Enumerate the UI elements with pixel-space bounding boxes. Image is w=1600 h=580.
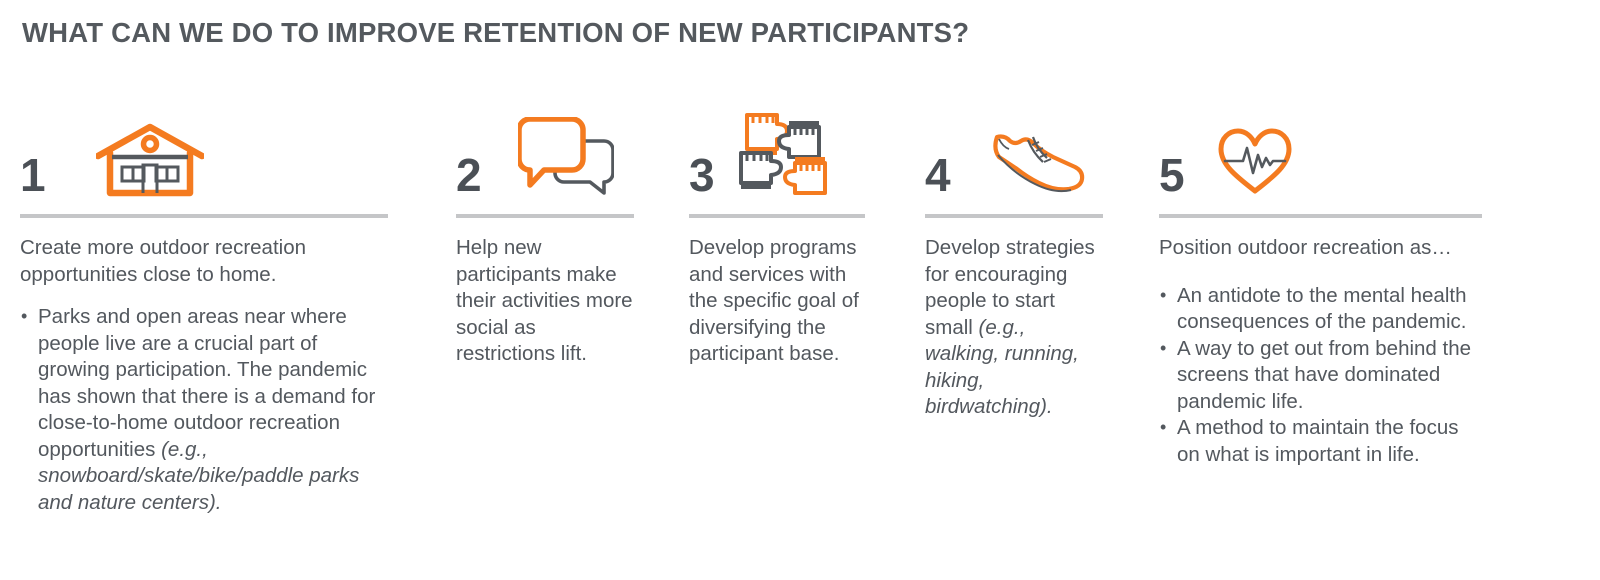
column-5-header: 5: [1159, 112, 1482, 204]
bullet-text: A method to maintain the focus on what i…: [1177, 416, 1459, 466]
column-1-divider: [20, 214, 388, 218]
column-2-divider: [456, 214, 634, 218]
column-3-header: 3: [689, 112, 865, 204]
column-3-number: 3: [689, 149, 715, 201]
column-4-header: 4: [925, 112, 1103, 204]
column-2-lead: Help new participants make their activit…: [456, 236, 633, 365]
column-1-lead: Create more outdoor recreation opportuni…: [20, 236, 307, 286]
column-4-lead-plain: Develop strategies for encouraging peopl…: [925, 236, 1095, 339]
bullet-text-italic: (e.g., snowboard/skate/bike/paddle parks…: [38, 437, 360, 514]
list-item: An antidote to the mental health consequ…: [1159, 282, 1482, 336]
speech-bubbles-icon: [516, 116, 615, 202]
column-5-bullets: An antidote to the mental health consequ…: [1159, 282, 1482, 469]
column-3: 3: [689, 112, 865, 376]
column-4-divider: [925, 214, 1103, 218]
list-item: A way to get out from behind the screens…: [1159, 335, 1482, 416]
column-2-number: 2: [456, 149, 482, 201]
house-icon: [94, 123, 206, 202]
column-5: 5 Position outdoor recreation as… An ant…: [1159, 112, 1482, 468]
bullet-text: Parks and open areas near where people l…: [38, 305, 376, 461]
column-1: 1: [20, 112, 388, 516]
column-4-number: 4: [925, 149, 951, 201]
column-2: 2 Help new participants make their activ…: [456, 112, 634, 376]
list-item: A method to maintain the focus on what i…: [1159, 414, 1482, 468]
column-5-divider: [1159, 214, 1482, 218]
column-2-body: Help new participants make their activit…: [456, 218, 634, 368]
column-1-number: 1: [20, 149, 46, 201]
column-4-lead: Develop strategies for encouraging peopl…: [925, 235, 1103, 421]
bullet-text: A way to get out from behind the screens…: [1177, 336, 1472, 413]
list-item: Parks and open areas near where people l…: [20, 303, 388, 516]
column-3-body: Develop programs and services with the s…: [689, 218, 865, 368]
running-shoe-icon: [983, 131, 1087, 202]
column-5-body: Position outdoor recreation as… An antid…: [1159, 218, 1482, 468]
column-1-body: Create more outdoor recreation opportuni…: [20, 218, 388, 516]
page-title: WHAT CAN WE DO TO IMPROVE RETENTION OF N…: [22, 17, 970, 48]
four-hands-icon: [737, 109, 829, 202]
column-5-number: 5: [1159, 149, 1185, 201]
column-5-lead: Position outdoor recreation as…: [1159, 236, 1452, 259]
column-2-header: 2: [456, 112, 634, 204]
column-1-header: 1: [20, 112, 388, 204]
heart-pulse-icon: [1217, 127, 1293, 202]
column-3-divider: [689, 214, 865, 218]
columns-container: 1: [0, 112, 1600, 572]
column-3-lead: Develop programs and services with the s…: [689, 236, 859, 365]
bullet-text: An antidote to the mental health consequ…: [1177, 283, 1467, 334]
column-4: 4: [925, 112, 1103, 429]
column-1-bullets: Parks and open areas near where people l…: [20, 303, 388, 516]
column-4-lead-italic: (e.g., walking, running, hiking, birdwat…: [925, 315, 1079, 419]
column-4-body: Develop strategies for encouraging peopl…: [925, 218, 1103, 421]
